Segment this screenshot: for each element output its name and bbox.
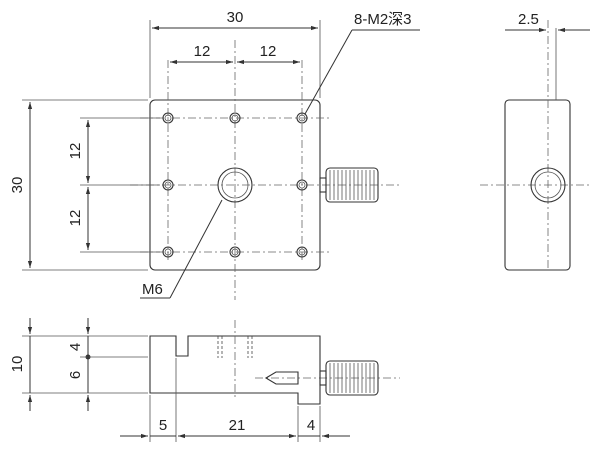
left-upper-12-label: 12: [67, 143, 84, 160]
top-view-knob: [319, 167, 379, 203]
center-tapped-hole: [217, 167, 253, 203]
screw-tip: [264, 371, 299, 385]
top-width-label: 30: [227, 9, 244, 26]
front-height-label: 10: [9, 356, 26, 373]
front-view-knob: [319, 360, 379, 396]
mounting-holes: [162, 112, 308, 258]
side-thickness-label: 2.5: [518, 11, 539, 28]
holes-callout-label: 8-M2深3: [354, 11, 412, 28]
top-view: 30 12 12 8-M2深3 M6 30 12 12: [9, 9, 420, 300]
top-left-12-label: 12: [194, 43, 211, 60]
bottom-mid-label: 21: [229, 417, 246, 434]
left-height-label: 30: [9, 177, 26, 194]
side-view-body: [504, 99, 571, 271]
front-upper-label: 4: [67, 343, 84, 351]
side-view: 2.5: [480, 11, 590, 271]
center-hole-label: M6: [142, 281, 163, 298]
center-hole-leader: [169, 199, 223, 299]
bottom-right-label: 4: [307, 417, 315, 434]
front-lower-label: 6: [67, 371, 84, 379]
holes-callout-leader: [304, 29, 353, 115]
top-right-12-label: 12: [260, 43, 277, 60]
bottom-left-label: 5: [159, 417, 167, 434]
front-view-body: [149, 335, 321, 405]
left-lower-12-label: 12: [67, 210, 84, 227]
side-view-knob-face: [530, 167, 566, 203]
front-view: 10 4 6 5 21 4: [9, 318, 400, 442]
